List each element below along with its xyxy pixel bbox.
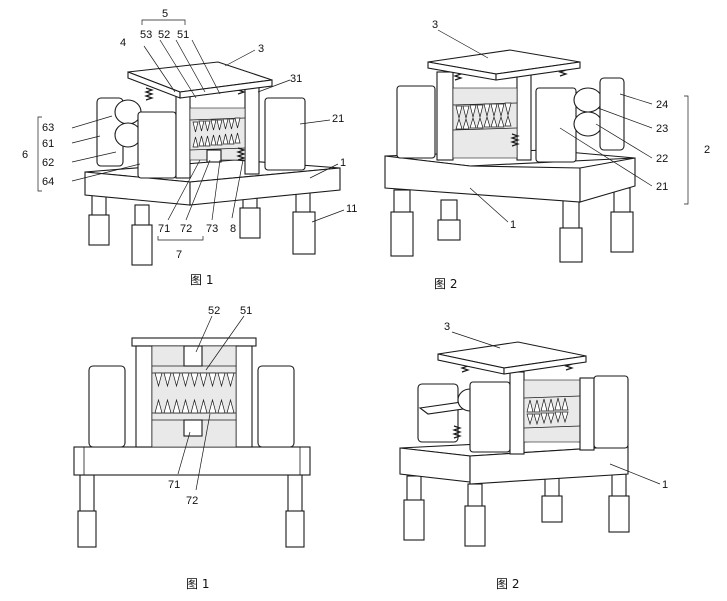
legs-b xyxy=(390,187,634,263)
caption-bottom-left: 图 1 xyxy=(186,577,209,591)
label-71: 71 xyxy=(158,223,170,235)
label-72-c: 72 xyxy=(186,495,198,507)
label-21: 21 xyxy=(332,113,344,125)
label-51: 51 xyxy=(177,29,189,41)
label-24: 24 xyxy=(656,99,668,111)
figure-c-front-view: 52 51 71 72 图 1 xyxy=(73,305,311,591)
label-6: 6 xyxy=(22,149,28,161)
right-block-d xyxy=(593,375,629,449)
leaders-a xyxy=(37,19,345,241)
legs-d xyxy=(403,473,630,547)
cutter-teeth-b xyxy=(455,102,512,130)
label-4: 4 xyxy=(120,37,126,49)
label-22: 22 xyxy=(656,153,668,165)
label-31: 31 xyxy=(290,73,302,85)
leaders-d xyxy=(451,331,661,485)
label-3-b: 3 xyxy=(432,19,438,31)
label-62: 62 xyxy=(42,157,54,169)
top-plate-d xyxy=(437,341,587,375)
label-53: 53 xyxy=(140,29,152,41)
top-plate-b xyxy=(427,49,581,81)
caption-top-left: 图 1 xyxy=(190,273,213,287)
central-frame-a xyxy=(175,83,260,179)
label-23: 23 xyxy=(656,123,668,135)
label-51-c: 51 xyxy=(240,305,252,317)
left-block-c xyxy=(88,365,126,448)
figure-b-perspective: 3 24 23 2 22 21 1 图 2 xyxy=(384,19,710,291)
label-1: 1 xyxy=(340,157,346,169)
label-3-d: 3 xyxy=(444,321,450,333)
cutter-teeth-c xyxy=(154,372,235,414)
top-plate-a xyxy=(127,61,273,99)
label-71-c: 71 xyxy=(168,479,180,491)
caption-bottom-right: 图 2 xyxy=(496,577,519,591)
label-64: 64 xyxy=(42,176,54,188)
right-block-a xyxy=(264,97,306,171)
right-roller-unit-b xyxy=(535,77,625,163)
caption-top-right: 图 2 xyxy=(434,277,457,291)
left-block-b xyxy=(396,85,436,159)
leaders-c xyxy=(177,315,245,491)
cutter-teeth-a xyxy=(192,117,241,148)
label-7: 7 xyxy=(176,249,182,261)
cutter-teeth-d xyxy=(526,397,569,426)
lower-block-a xyxy=(206,149,222,163)
right-block-c xyxy=(257,365,295,448)
label-11: 11 xyxy=(346,203,357,215)
label-63: 63 xyxy=(42,122,54,134)
label-1-d: 1 xyxy=(662,479,668,491)
left-roller-unit-a xyxy=(96,97,177,179)
label-52: 52 xyxy=(158,29,170,41)
label-3: 3 xyxy=(258,43,264,55)
label-21-b: 21 xyxy=(656,181,668,193)
label-72: 72 xyxy=(180,223,192,235)
legs-c xyxy=(77,474,305,548)
label-61: 61 xyxy=(42,138,54,150)
figure-d-perspective: 3 1 图 2 xyxy=(399,321,668,591)
figure-a-perspective: 5 53 52 51 4 3 31 63 61 6 62 64 21 1 11 … xyxy=(22,8,357,287)
central-frame-b xyxy=(436,69,532,161)
label-2: 2 xyxy=(704,144,710,156)
label-8: 8 xyxy=(230,223,236,235)
label-73: 73 xyxy=(206,223,218,235)
central-frame-c xyxy=(131,337,257,448)
leaders-b xyxy=(437,29,689,223)
base-platform-c xyxy=(73,446,311,476)
left-roller-unit-d xyxy=(417,381,511,453)
label-5: 5 xyxy=(162,8,168,20)
label-1-b: 1 xyxy=(510,219,516,231)
label-52-c: 52 xyxy=(208,305,220,317)
